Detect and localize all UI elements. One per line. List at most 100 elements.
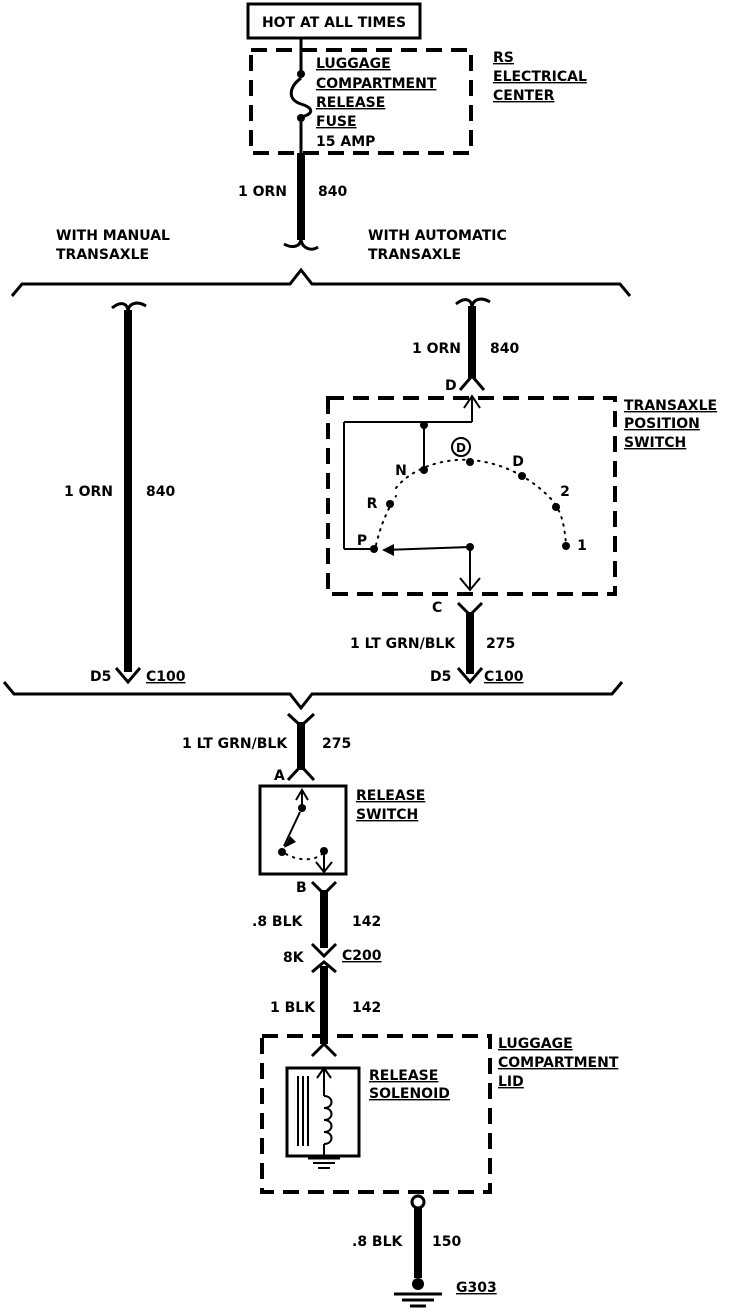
fuse-label: LUGGAGE COMPARTMENT RELEASE FUSE 15 AMP: [316, 56, 437, 150]
wire-840-manual-gauge: 1 ORN: [64, 484, 113, 500]
tps-c-arrow: [459, 577, 481, 592]
tps-contact-p: [370, 545, 378, 553]
option-brace-bottom: [2, 681, 624, 711]
hot-at-all-times-label: HOT AT ALL TIMES: [262, 15, 406, 31]
wire-840-auto-circuit: 840: [490, 341, 519, 357]
fuse-label-line-1: LUGGAGE: [316, 56, 391, 72]
tps-label-1: 1: [577, 538, 587, 554]
release-switch-blade: [283, 811, 301, 847]
lid-label-line-2: COMPARTMENT: [498, 1055, 619, 1071]
transaxle-position-switch-outline: [326, 396, 617, 596]
release-switch-symbol: [278, 788, 333, 874]
fuse-label-line-2: COMPARTMENT: [316, 76, 437, 92]
tps-label-overdrive: D: [456, 441, 466, 455]
tps-contact-1: [562, 542, 570, 550]
tps-contact-d: [518, 472, 526, 480]
rs-electrical-center-outline: [249, 48, 473, 155]
release-switch-label-line-2: SWITCH: [356, 807, 418, 823]
tps-label-p: P: [357, 533, 367, 549]
wire-840-main-gauge: 1 ORN: [238, 184, 287, 200]
wire-275-auto-gauge: 1 LT GRN/BLK: [350, 636, 456, 652]
lid-label-line-1: LUGGAGE: [498, 1036, 573, 1052]
auto-connector-pin: D5: [430, 669, 451, 685]
release-switch-b-arrow: [315, 861, 333, 874]
luggage-compartment-lid-outline: [260, 1034, 492, 1194]
tps-contact-n: [420, 466, 428, 474]
luggage-compartment-lid-label: LUGGAGE COMPARTMENT LID: [498, 1036, 619, 1090]
release-switch-pin-a: A: [274, 768, 285, 784]
auto-connector-arrow: [456, 667, 484, 685]
fuse-terminal-top: [297, 70, 305, 78]
tps-wiper-arm: [383, 546, 471, 551]
tps-contact-r: [386, 500, 394, 508]
release-switch-connector-a: [286, 763, 316, 782]
tps-contact-od: [466, 458, 474, 466]
tps-pin-c: C: [432, 600, 442, 616]
release-switch-pivot: [278, 848, 286, 856]
option-brace-top: [10, 267, 632, 297]
fuse-label-line-4: FUSE: [316, 114, 357, 130]
release-solenoid-symbol: [297, 1066, 340, 1169]
wire-150-gauge: .8 BLK: [352, 1234, 404, 1250]
manual-connector-c100: C100: [146, 669, 186, 685]
wire-840-auto-gauge: 1 ORN: [412, 341, 461, 357]
automatic-transaxle-label-line-1: WITH AUTOMATIC: [368, 228, 507, 244]
wire-840-main-circuit: 840: [318, 184, 347, 200]
rs-label-line-3: CENTER: [493, 88, 555, 104]
wire-840-manual-circuit: 840: [146, 484, 175, 500]
auto-connector-c100: C100: [484, 669, 524, 685]
tps-label-r: R: [367, 496, 378, 512]
tps-pin-d: D: [445, 378, 457, 394]
tps-contact-2: [552, 503, 560, 511]
tps-internal-wiring: [343, 394, 570, 592]
ground-g303-label: G303: [456, 1280, 497, 1296]
tps-label-d: D: [512, 454, 524, 470]
release-switch-label-line-1: RELEASE: [356, 788, 425, 804]
tps-overdrive-circle: [451, 437, 471, 457]
tps-connector-d: [458, 373, 486, 391]
manual-connector-arrow: [114, 667, 142, 685]
manual-transaxle-label-line-1: WITH MANUAL: [56, 228, 170, 244]
c200-connector-female: [311, 960, 337, 974]
release-switch-travel: [285, 853, 323, 861]
tps-label-line-1: TRANSAXLE: [624, 398, 717, 414]
ground-wire-splice: [410, 1194, 426, 1210]
wire-150-circuit: 150: [432, 1234, 461, 1250]
rs-label-line-1: RS: [493, 50, 514, 66]
solenoid-connector: [310, 1041, 338, 1058]
tps-wiper-arrow: [382, 544, 394, 556]
wire-142-lower-circuit: 142: [352, 1000, 381, 1016]
tps-label-n: N: [395, 463, 407, 479]
manual-transaxle-label-line-2: TRANSAXLE: [56, 247, 149, 263]
c200-connector-label: C200: [342, 948, 382, 964]
tps-label-line-2: POSITION: [624, 416, 700, 432]
fuse-rating: 15 AMP: [316, 134, 375, 150]
rs-label-line-2: ELECTRICAL: [493, 69, 587, 85]
hot-at-all-times-box: [246, 2, 422, 40]
automatic-transaxle-label-line-2: TRANSAXLE: [368, 247, 461, 263]
release-switch-blade-arrow: [284, 836, 296, 848]
tps-label-2: 2: [560, 484, 570, 500]
fuse-terminal-bottom: [297, 114, 305, 122]
wire-275-auto-circuit: 275: [486, 636, 515, 652]
ground-g303-icon: [394, 1292, 442, 1308]
tps-label-line-3: SWITCH: [624, 435, 686, 451]
wire-142-upper-gauge: .8 BLK: [252, 914, 304, 930]
ground-g303-terminal: [412, 1278, 424, 1290]
c200-pin: 8K: [283, 950, 305, 966]
solenoid-coil: [323, 1095, 333, 1145]
wire-142-lower-gauge: 1 BLK: [270, 1000, 316, 1016]
solenoid-label-line-1: RELEASE: [369, 1068, 438, 1084]
release-switch-a-contact: [298, 804, 306, 812]
lid-label-line-3: LID: [498, 1074, 524, 1090]
rs-electrical-center-label: RS ELECTRICAL CENTER: [493, 50, 587, 104]
wire-142-upper-circuit: 142: [352, 914, 381, 930]
wire-840-main-break: [283, 237, 319, 251]
solenoid-label-line-2: SOLENOID: [369, 1086, 450, 1102]
manual-connector-pin: D5: [90, 669, 111, 685]
fuse-label-line-3: RELEASE: [316, 95, 385, 111]
fuse-element: [289, 76, 313, 119]
c200-connector-male: [310, 942, 338, 959]
wire-275-common-gauge: 1 LT GRN/BLK: [182, 736, 288, 752]
